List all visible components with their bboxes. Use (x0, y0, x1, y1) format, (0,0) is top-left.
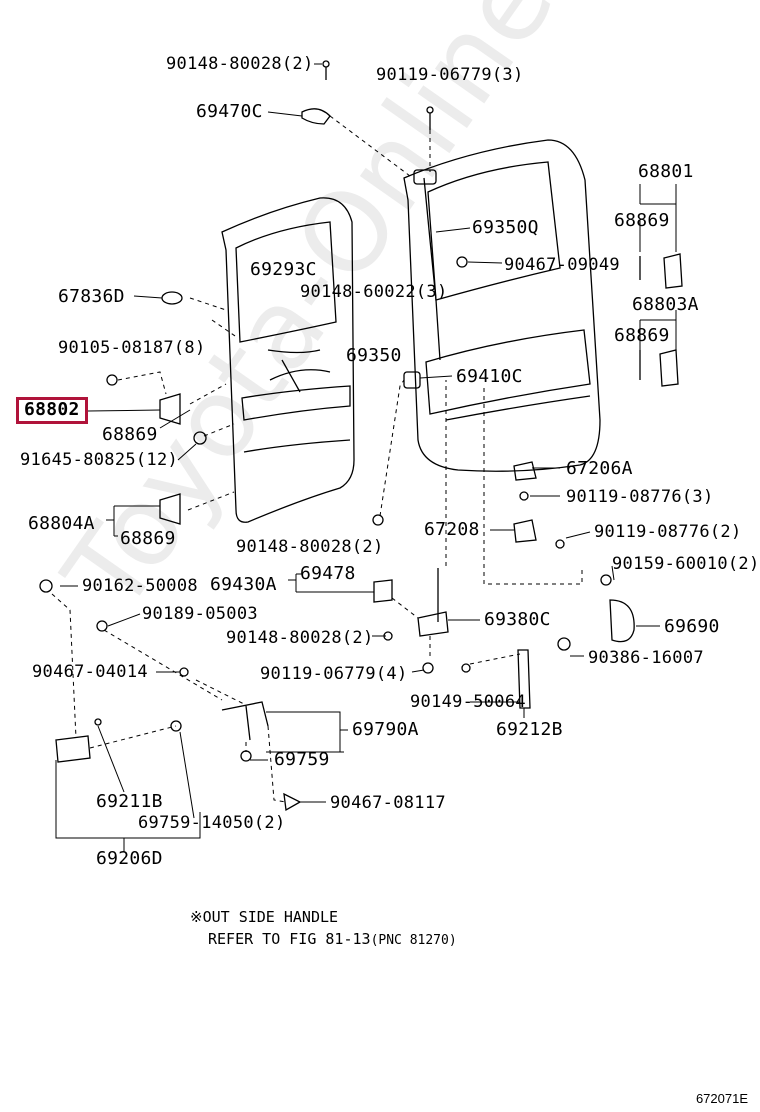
figure-code: 672071E (695, 1091, 748, 1106)
footnote-pnc: (PNC 81270) (370, 933, 457, 948)
label-90467-08117: 90467-08117 (330, 793, 446, 813)
label-90189-05003: 90189-05003 (142, 604, 258, 624)
label-69759-14050-2: 69759-14050(2) (138, 813, 286, 833)
label-90119-06779-4: 90119-06779(4) (260, 664, 408, 684)
label-90148-60022-3: 90148-60022(3) (300, 282, 448, 302)
label-69470c: 69470C (196, 101, 263, 122)
label-90162-50008: 90162-50008 (82, 576, 198, 596)
label-91645-80825-12: 91645-80825(12) (20, 450, 179, 470)
footnote-line-1: ※OUT SIDE HANDLE (190, 908, 339, 926)
label-68803a: 68803A (632, 294, 699, 315)
footnote-line-2: REFER TO FIG 81-13(PNC 81270) (208, 928, 457, 952)
label-69478: 69478 (300, 563, 356, 584)
label-68869-d: 68869 (120, 528, 176, 549)
label-69211b: 69211B (96, 791, 163, 812)
label-68869-b: 68869 (614, 325, 670, 346)
label-90467-04014: 90467-04014 (32, 662, 148, 682)
fastener-marks (39, 60, 612, 762)
label-69212b: 69212B (496, 719, 563, 740)
label-90148-80028-2c: 90148-80028(2) (226, 628, 374, 648)
label-90119-08776-3: 90119-08776(3) (566, 487, 714, 507)
right-door-outline (403, 139, 601, 472)
label-67206a: 67206A (566, 458, 633, 479)
label-68802-highlighted[interactable]: 68802 (16, 397, 88, 424)
label-69350q: 69350Q (472, 217, 539, 238)
label-67208: 67208 (424, 519, 480, 540)
label-68869-c: 68869 (102, 424, 158, 445)
label-69410c: 69410C (456, 366, 523, 387)
label-90159-60010-2: 90159-60010(2) (612, 554, 760, 574)
label-69350: 69350 (346, 345, 402, 366)
label-68869-a: 68869 (614, 210, 670, 231)
label-90467-09049: 90467-09049 (504, 255, 620, 275)
footnote-reference: REFER TO FIG 81-13 (208, 930, 371, 948)
label-90105-08187-8: 90105-08187(8) (58, 338, 206, 358)
label-68801: 68801 (638, 161, 694, 182)
label-90386-16007: 90386-16007 (588, 648, 704, 668)
label-69690: 69690 (664, 616, 720, 637)
label-69430a: 69430A (210, 574, 277, 595)
label-69790a: 69790A (352, 719, 419, 740)
label-67836d: 67836D (58, 286, 125, 307)
label-69759: 69759 (274, 749, 330, 770)
label-68804a: 68804A (28, 513, 95, 534)
label-90149-50064: 90149-50064 (410, 692, 526, 712)
label-90148-80028-2a: 90148-80028(2) (166, 54, 314, 74)
label-69380c: 69380C (484, 609, 551, 630)
label-90148-80028-2b: 90148-80028(2) (236, 537, 384, 557)
label-69206d: 69206D (96, 848, 163, 869)
left-door-outline (221, 197, 355, 523)
label-90119-08776-2: 90119-08776(2) (594, 522, 742, 542)
label-69293c: 69293C (250, 259, 317, 280)
label-90119-06779-3: 90119-06779(3) (376, 65, 524, 85)
